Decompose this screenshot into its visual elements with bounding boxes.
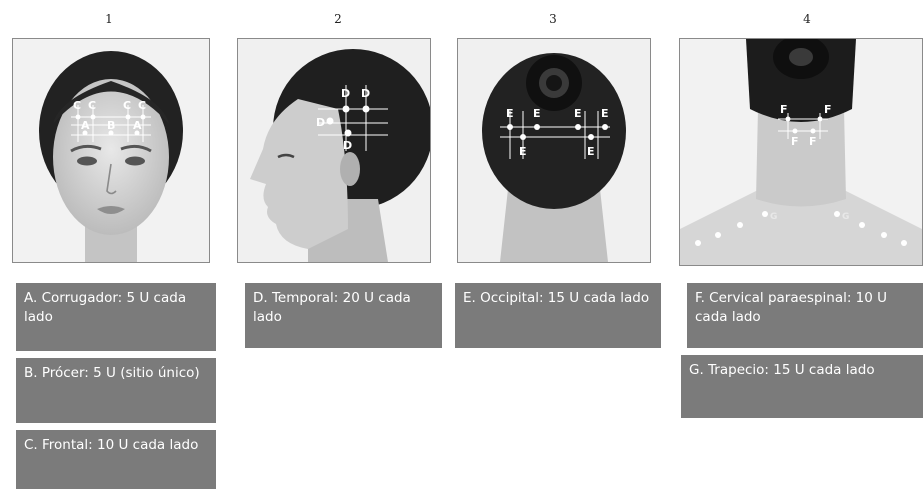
- caption-b-procer: B. Prócer: 5 U (sitio único): [16, 358, 216, 423]
- label-f-2: F: [824, 103, 832, 116]
- label-c-4: C: [138, 99, 146, 112]
- label-d-3: D: [316, 116, 325, 129]
- caption-e-occipital: E. Occipital: 15 U cada lado: [455, 283, 661, 348]
- label-c-2: C: [88, 99, 96, 112]
- label-g-1: G: [770, 212, 777, 222]
- point-c-left-2: [91, 115, 96, 120]
- label-d-4: D: [343, 139, 352, 152]
- point-f-4: [811, 129, 816, 134]
- point-f-1: [786, 117, 791, 122]
- label-f-4: F: [809, 135, 817, 148]
- label-d-2: D: [361, 87, 370, 100]
- label-a-2: A: [133, 119, 142, 132]
- point-d-bottom: [345, 130, 352, 137]
- caption-g-trapecio: G. Trapecio: 15 U cada lado: [681, 355, 923, 418]
- label-f-3: F: [791, 135, 799, 148]
- caption-a-corrugador: A. Corrugador: 5 U cada lado: [16, 283, 216, 351]
- point-g-3: [715, 232, 721, 238]
- point-d-left: [327, 118, 334, 125]
- front-face-illustration: C C C C A B A: [13, 39, 209, 262]
- point-e-3: [575, 124, 581, 130]
- caption-c-frontal: C. Frontal: 10 U cada lado: [16, 430, 216, 489]
- caption-d-temporal: D. Temporal: 20 U cada lado: [245, 283, 442, 348]
- label-e-6: E: [587, 145, 595, 158]
- point-e-6: [588, 134, 594, 140]
- label-a-1: A: [81, 119, 90, 132]
- point-g-6: [859, 222, 865, 228]
- point-e-1: [507, 124, 513, 130]
- panel-number-1: 1: [99, 12, 119, 26]
- panel-number-3: 3: [543, 12, 563, 26]
- panel-number-4: 4: [797, 12, 817, 26]
- point-g-1: [762, 211, 768, 217]
- point-g-5: [834, 211, 840, 217]
- point-e-2: [534, 124, 540, 130]
- point-e-4: [602, 124, 608, 130]
- panel-front-face: C C C C A B A: [12, 38, 210, 263]
- point-g-7: [881, 232, 887, 238]
- panel-back-head: E E E E E E: [457, 38, 651, 263]
- label-b: B: [107, 119, 115, 132]
- label-c-3: C: [123, 99, 131, 112]
- label-g-2: G: [842, 212, 849, 222]
- point-c-left-1: [76, 115, 81, 120]
- label-e-5: E: [519, 145, 527, 158]
- side-profile-illustration: D D D D: [238, 39, 430, 262]
- point-g-8: [901, 240, 907, 246]
- label-e-4: E: [601, 107, 609, 120]
- label-e-2: E: [533, 107, 541, 120]
- panel-side-profile: D D D D: [237, 38, 431, 263]
- label-d-1: D: [341, 87, 350, 100]
- caption-f-cervical: F. Cervical paraespinal: 10 U cada lado: [687, 283, 923, 348]
- point-f-2: [818, 117, 823, 122]
- label-f-1: F: [780, 103, 788, 116]
- label-e-3: E: [574, 107, 582, 120]
- point-c-right-1: [126, 115, 131, 120]
- point-g-2: [737, 222, 743, 228]
- point-d-top-1: [343, 106, 350, 113]
- point-d-top-2: [363, 106, 370, 113]
- panel-number-2: 2: [328, 12, 348, 26]
- point-e-5: [520, 134, 526, 140]
- neck-shoulders-illustration: F F F F G G: [680, 39, 922, 265]
- point-g-4: [695, 240, 701, 246]
- label-c-1: C: [73, 99, 81, 112]
- back-head-illustration: E E E E E E: [458, 39, 650, 262]
- panel-neck-shoulders: F F F F G G: [679, 38, 923, 266]
- point-f-3: [793, 129, 798, 134]
- label-e-1: E: [506, 107, 514, 120]
